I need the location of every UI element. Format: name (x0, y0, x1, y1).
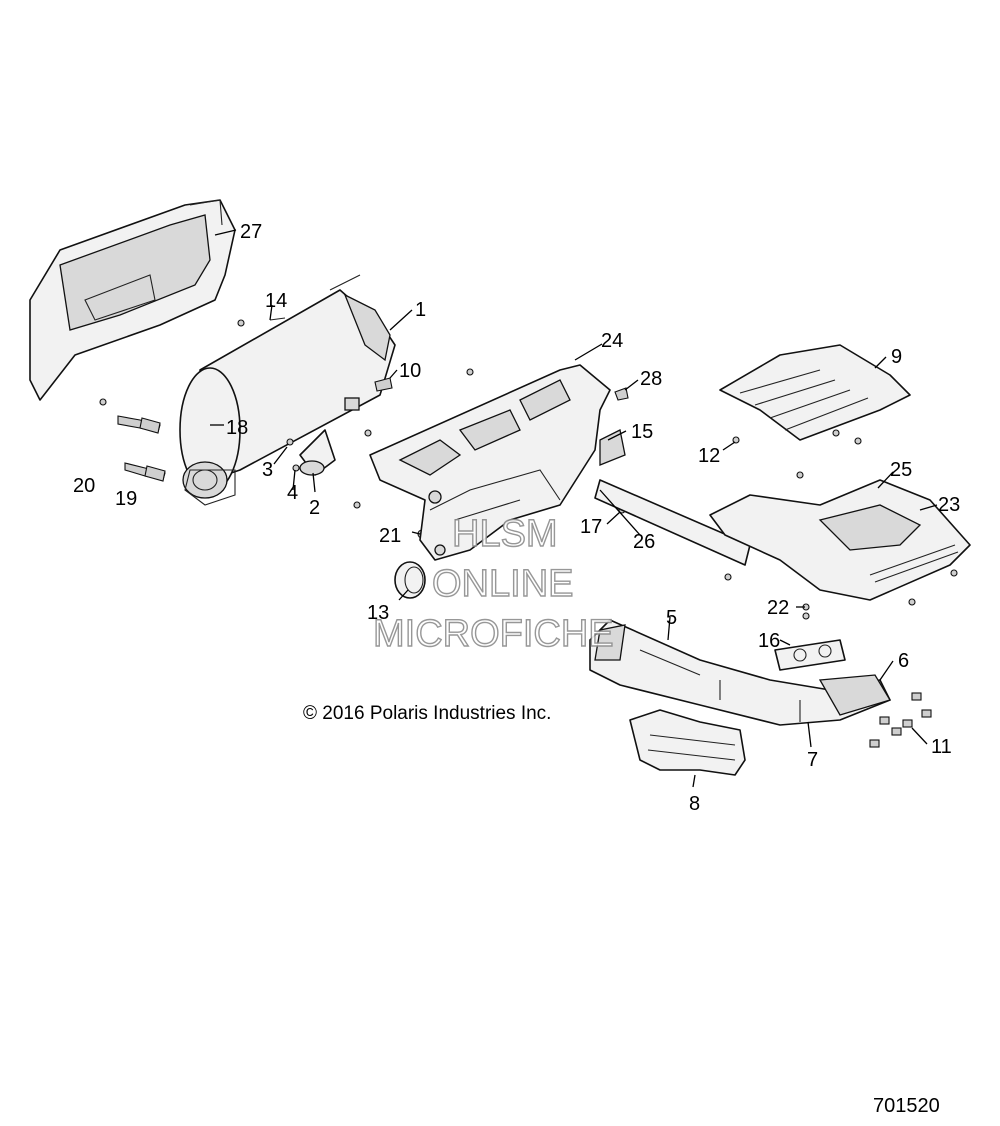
callout-24: 24 (601, 330, 623, 352)
callout-20: 20 (73, 475, 95, 497)
callout-21: 21 (379, 525, 401, 547)
callout-8: 8 (689, 793, 700, 815)
muffler-1 (179, 274, 396, 506)
callout-7: 7 (807, 749, 818, 771)
callout-23: 23 (938, 494, 960, 516)
watermark-line-3: MICROFICHE (373, 613, 614, 655)
leader-lines (210, 229, 938, 788)
copyright-notice: © 2016 Polaris Industries Inc. (303, 703, 551, 724)
heat-shield-27 (29, 199, 236, 401)
callout-2: 2 (309, 497, 320, 519)
callout-13: 13 (367, 602, 389, 624)
callout-26: 26 (633, 531, 655, 553)
watermark-line-1: HLSM (452, 513, 558, 555)
watermark-line-2: ONLINE (432, 563, 573, 605)
callout-15: 15 (631, 421, 653, 443)
callout-17: 17 (580, 516, 602, 538)
exhaust-tip-2 (299, 429, 336, 476)
callout-3: 3 (262, 459, 273, 481)
callout-16: 16 (758, 630, 780, 652)
callout-19: 19 (115, 488, 137, 510)
strap-26 (594, 479, 751, 566)
callout-11: 11 (931, 736, 952, 758)
callout-5: 5 (666, 607, 677, 629)
callout-1: 1 (415, 299, 426, 321)
heat-shield-23 (709, 479, 971, 601)
callout-12: 12 (698, 445, 720, 467)
nuts-11 (869, 692, 932, 748)
gasket-16 (774, 639, 846, 671)
callout-22: 22 (767, 597, 789, 619)
callout-14: 14 (265, 290, 287, 312)
clamp-13 (394, 561, 426, 599)
exhaust-pipe-5 (589, 619, 891, 726)
callout-10: 10 (399, 360, 421, 382)
callout-27: 27 (240, 221, 262, 243)
callout-4: 4 (287, 482, 298, 504)
callout-18: 18 (226, 417, 248, 439)
spring-bolt-set (99, 398, 166, 482)
pipe-shield-8 (629, 709, 746, 776)
heat-shield-9 (719, 344, 911, 441)
callout-6: 6 (898, 650, 909, 672)
callout-9: 9 (891, 346, 902, 368)
diagram-number: 701520 (873, 1095, 940, 1117)
callouts: 1 2 3 4 5 6 7 8 9 10 11 12 13 14 15 16 1… (73, 221, 960, 815)
mounting-bracket-24 (369, 364, 626, 561)
callout-28: 28 (640, 368, 662, 390)
watermark: HLSM ONLINE MICROFICHE (372, 512, 614, 655)
callout-25: 25 (890, 459, 912, 481)
